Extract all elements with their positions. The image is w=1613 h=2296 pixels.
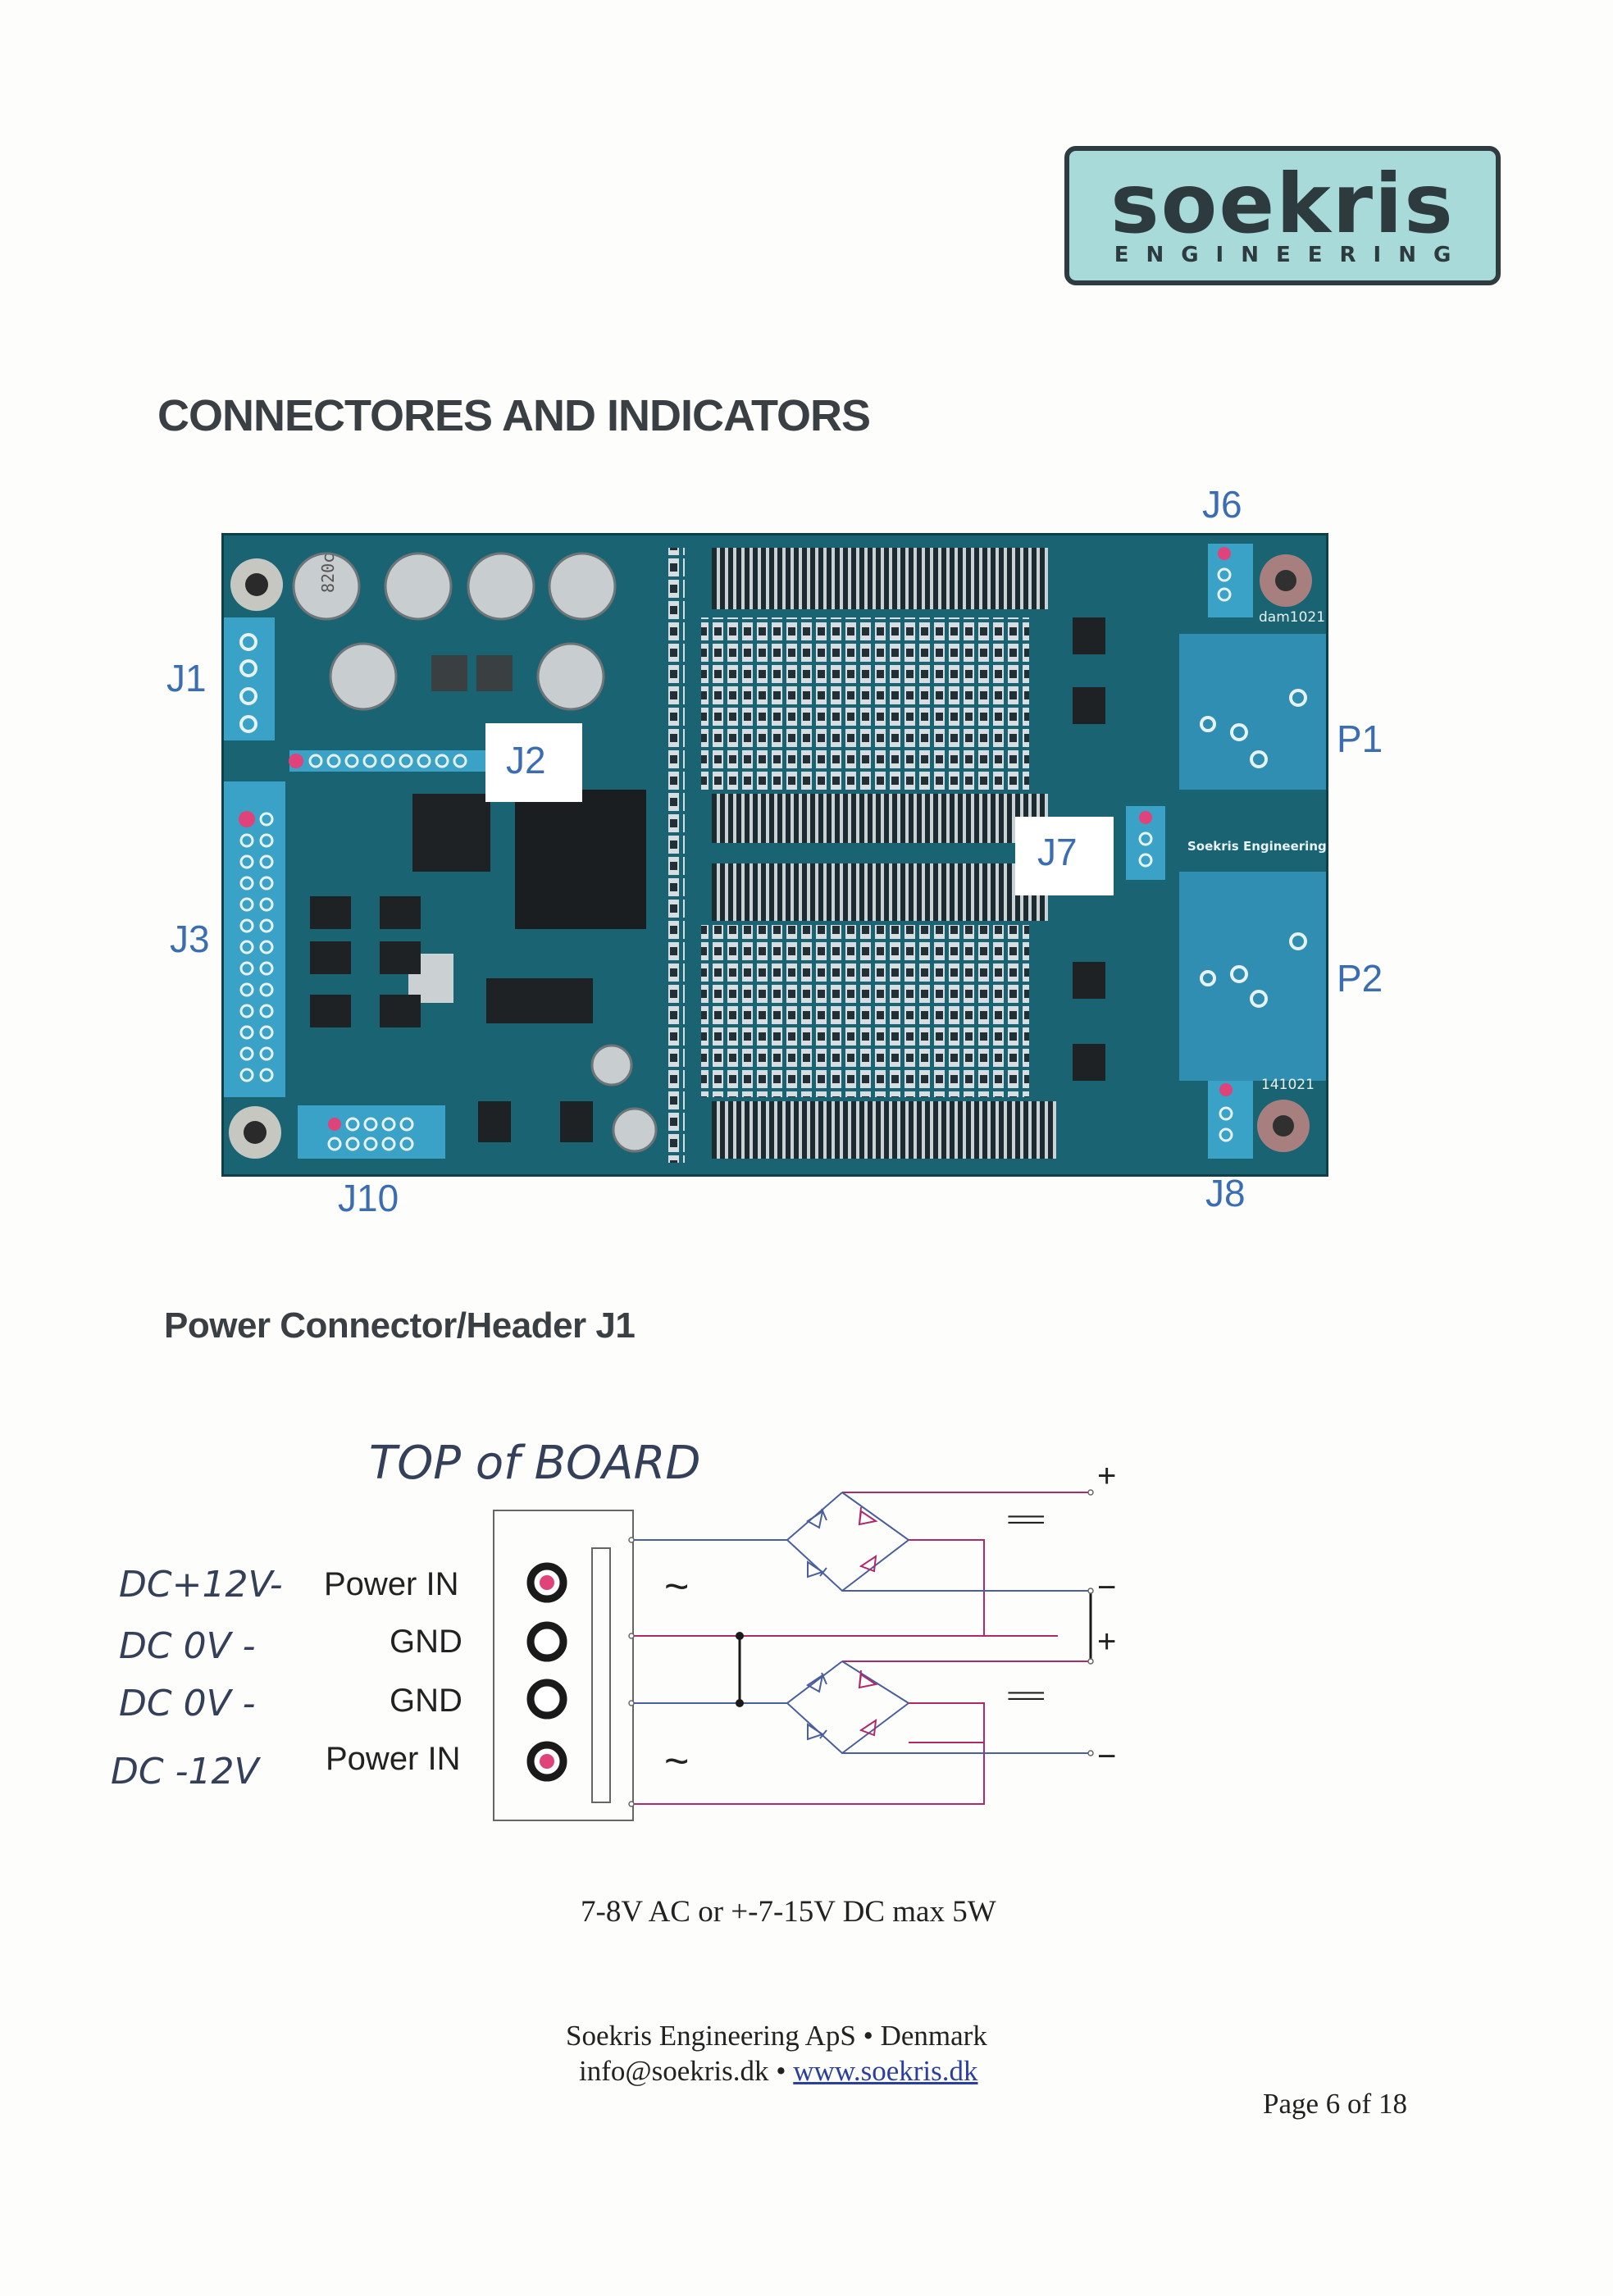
pin2-label: GND: [390, 1624, 462, 1660]
pcb-dam-text: dam1021: [1259, 609, 1325, 626]
logo-wordmark: soekris: [1110, 156, 1455, 252]
pcb-brand-text: Soekris Engineering: [1187, 839, 1327, 854]
page-title: CONNECTORES AND INDICATORS: [157, 391, 871, 440]
minus-lower: −: [1097, 1738, 1117, 1774]
footer-website-link[interactable]: www.soekris.dk: [793, 2055, 978, 2087]
note-pin4: DC -12V: [111, 1751, 259, 1793]
pin1-label: Power IN: [324, 1566, 459, 1602]
plus-upper: +: [1097, 1458, 1117, 1494]
top-of-board-note: TOP of BOARD: [369, 1437, 701, 1490]
label-p1: P1: [1337, 718, 1383, 760]
dc-symbol-lower: ===: [1007, 1683, 1046, 1710]
label-j3: J3: [170, 918, 210, 960]
pin4-label: Power IN: [326, 1741, 461, 1777]
pcb-board-drawing: 820c: [224, 535, 1327, 1174]
label-j1: J1: [166, 657, 207, 699]
footer-email: info@soekris.dk • www.soekris.dk: [579, 2055, 978, 2088]
soekris-logo: soekris ENGINEERING: [1064, 146, 1501, 285]
note-pin1: DC+12V-: [119, 1564, 283, 1606]
minus-upper: −: [1097, 1569, 1117, 1606]
label-j2-box: [485, 723, 582, 802]
dc-symbol-upper: ===: [1007, 1506, 1046, 1533]
pcb-board-image: 820c: [221, 533, 1328, 1177]
label-j2: J2: [506, 739, 546, 781]
label-j7: J7: [1037, 831, 1078, 873]
plus-lower: +: [1097, 1624, 1117, 1660]
footer-email-text: info@soekris.dk •: [579, 2055, 786, 2087]
mounting-holes: [229, 554, 1312, 1159]
pcb-date-text: 141021: [1261, 1077, 1315, 1093]
label-j6: J6: [1202, 483, 1242, 526]
header-outline: [493, 1510, 634, 1821]
power-spec: 7-8V AC or +-7-15V DC max 5W: [581, 1895, 996, 1929]
label-j7-box: [1015, 817, 1114, 895]
logo-subtitle: ENGINEERING: [1114, 243, 1469, 267]
label-j8: J8: [1205, 1172, 1246, 1214]
ac-symbol-lower: ~: [664, 1738, 690, 1785]
ac-symbol-upper: ~: [664, 1563, 690, 1610]
note-pin3: DC 0V -: [119, 1683, 256, 1724]
rectifier-schematic: [493, 1489, 1094, 1821]
page-number: Page 6 of 18: [1263, 2088, 1407, 2120]
header-pins: [526, 1562, 567, 1782]
pin3-label: GND: [390, 1683, 462, 1719]
footer-company: Soekris Engineering ApS • Denmark: [566, 2020, 987, 2052]
section-heading-j1: Power Connector/Header J1: [164, 1305, 636, 1346]
note-pin2: DC 0V -: [119, 1625, 256, 1667]
label-p2: P2: [1337, 957, 1383, 1000]
label-j10: J10: [338, 1177, 399, 1219]
svg-text:820c: 820c: [318, 554, 338, 593]
